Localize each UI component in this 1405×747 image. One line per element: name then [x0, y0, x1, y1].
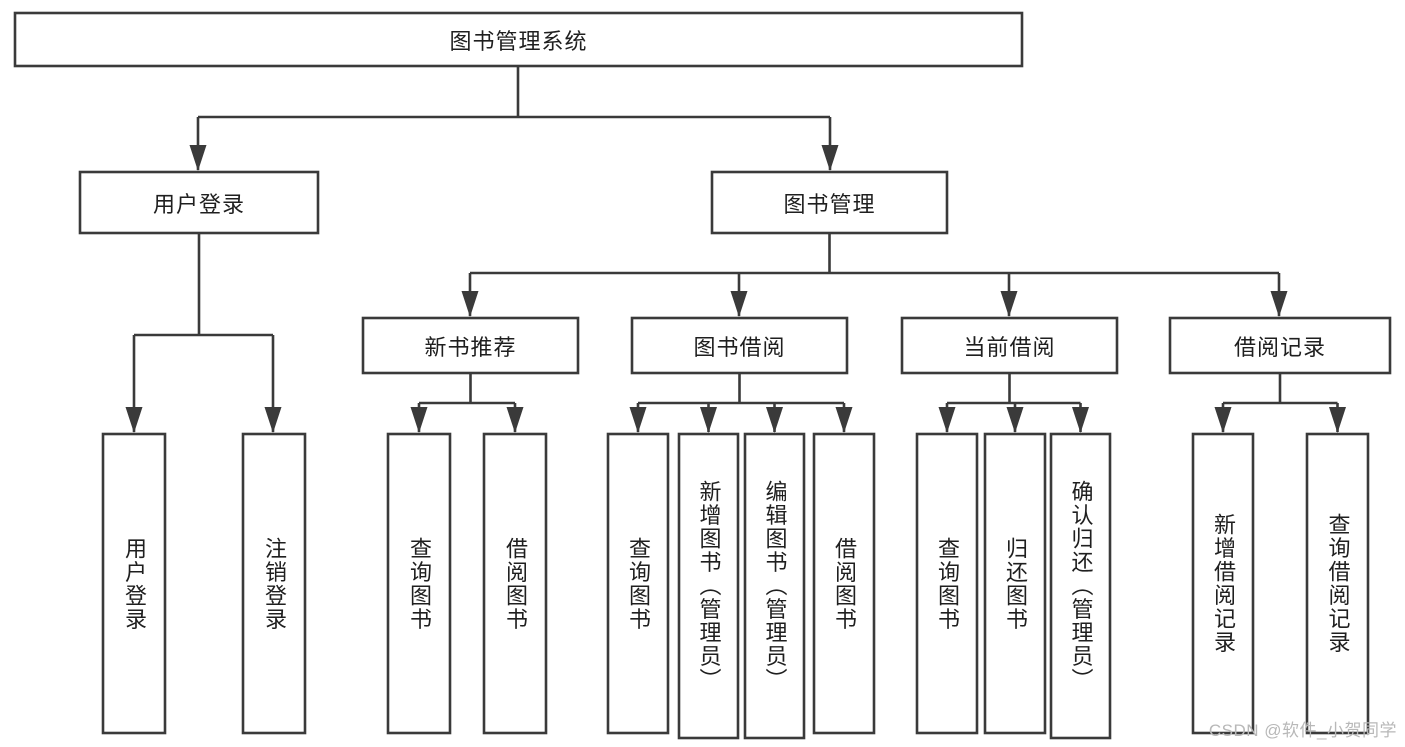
arrow-head-icon	[938, 407, 956, 433]
leaf-node-leaf-confirm-return[interactable]	[1049, 432, 1112, 740]
leaf-node-leaf-edit-book[interactable]	[743, 432, 806, 740]
level2-node-current-borrow[interactable]	[900, 316, 1119, 375]
arrow-head-icon	[1329, 407, 1346, 433]
arrow-head-icon	[821, 145, 839, 171]
connector-lines	[125, 66, 1346, 433]
level1-node-book-manage[interactable]	[710, 170, 949, 235]
arrow-head-icon	[766, 407, 783, 433]
leaf-node-leaf-query-book-3[interactable]	[915, 432, 979, 735]
level2-node-borrow-record[interactable]	[1168, 316, 1392, 375]
arrow-head-icon	[506, 407, 524, 433]
arrow-head-icon	[835, 407, 853, 433]
arrow-head-icon	[629, 407, 647, 433]
root-node-root[interactable]	[13, 11, 1024, 68]
level2-node-book-borrow[interactable]	[630, 316, 849, 375]
arrow-head-icon	[1270, 291, 1288, 317]
level1-node-user-login[interactable]	[78, 170, 320, 235]
level2-node-new-book-rec[interactable]	[361, 316, 580, 375]
leaf-node-leaf-borrow-book-2[interactable]	[812, 432, 876, 735]
arrow-head-icon	[1006, 407, 1024, 433]
arrow-head-icon	[264, 407, 282, 433]
leaf-node-leaf-borrow-book-1[interactable]	[482, 432, 548, 735]
arrow-head-icon	[1072, 407, 1089, 433]
leaf-node-leaf-query-record[interactable]	[1305, 432, 1370, 735]
leaf-node-leaf-return-book[interactable]	[983, 432, 1047, 735]
leaf-node-leaf-logout[interactable]	[241, 432, 307, 735]
arrow-head-icon	[700, 407, 717, 433]
arrow-head-icon	[461, 291, 479, 317]
arrow-head-icon	[125, 407, 143, 433]
leaf-node-leaf-query-book-1[interactable]	[386, 432, 452, 735]
arrow-head-icon	[1214, 407, 1232, 433]
arrow-head-icon	[1000, 291, 1018, 317]
leaf-node-leaf-add-record[interactable]	[1191, 432, 1255, 735]
leaf-node-leaf-add-book[interactable]	[677, 432, 740, 740]
arrow-head-icon	[410, 407, 428, 433]
node-boxes	[13, 11, 1392, 740]
leaf-node-leaf-query-book-2[interactable]	[606, 432, 670, 735]
arrow-head-icon	[730, 291, 748, 317]
csdn-watermark: CSDN @软件_小贺同学	[1208, 721, 1397, 740]
arrow-head-icon	[189, 145, 207, 171]
leaf-node-leaf-user-login[interactable]	[101, 432, 167, 735]
